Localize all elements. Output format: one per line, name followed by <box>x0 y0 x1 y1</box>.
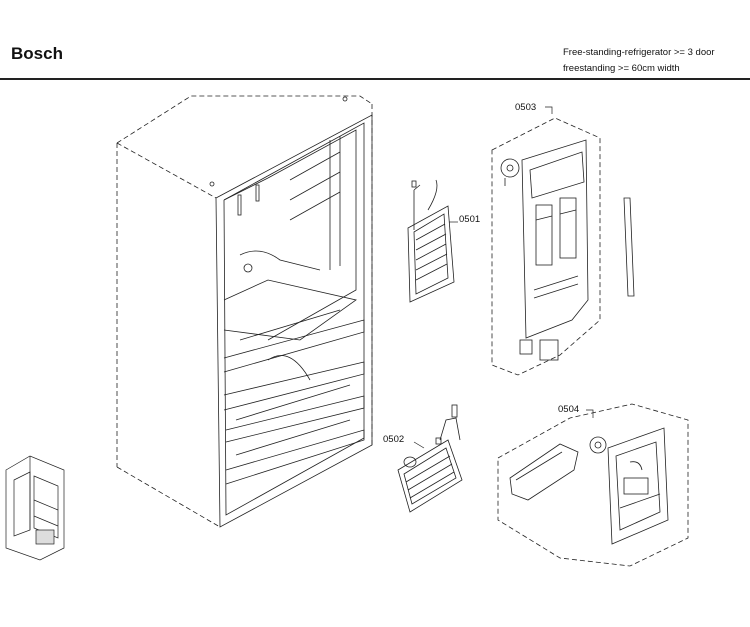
appliance-locator-thumbnail <box>5 455 65 561</box>
callout-0504: 0504 <box>558 404 579 415</box>
callout-0501: 0501 <box>459 214 480 225</box>
callout-0502: 0502 <box>383 434 404 445</box>
air-duct-assembly-0503-illustration <box>491 117 635 376</box>
model-description-line-2: freestanding >= 60cm width <box>563 62 680 74</box>
model-description-line-1: Free-standing-refrigerator >= 3 door <box>563 47 715 58</box>
cabinet-illustration <box>116 95 373 528</box>
header-divider <box>0 78 750 80</box>
model-description: Free-standing-refrigerator >= 3 door fre… <box>563 45 715 76</box>
brand-name: Bosch <box>11 44 63 63</box>
callout-0503: 0503 <box>515 102 536 113</box>
condenser-0502-illustration <box>397 404 463 513</box>
fan-cover-assembly-0504-illustration <box>497 403 689 567</box>
evaporator-0501-illustration <box>407 179 455 303</box>
